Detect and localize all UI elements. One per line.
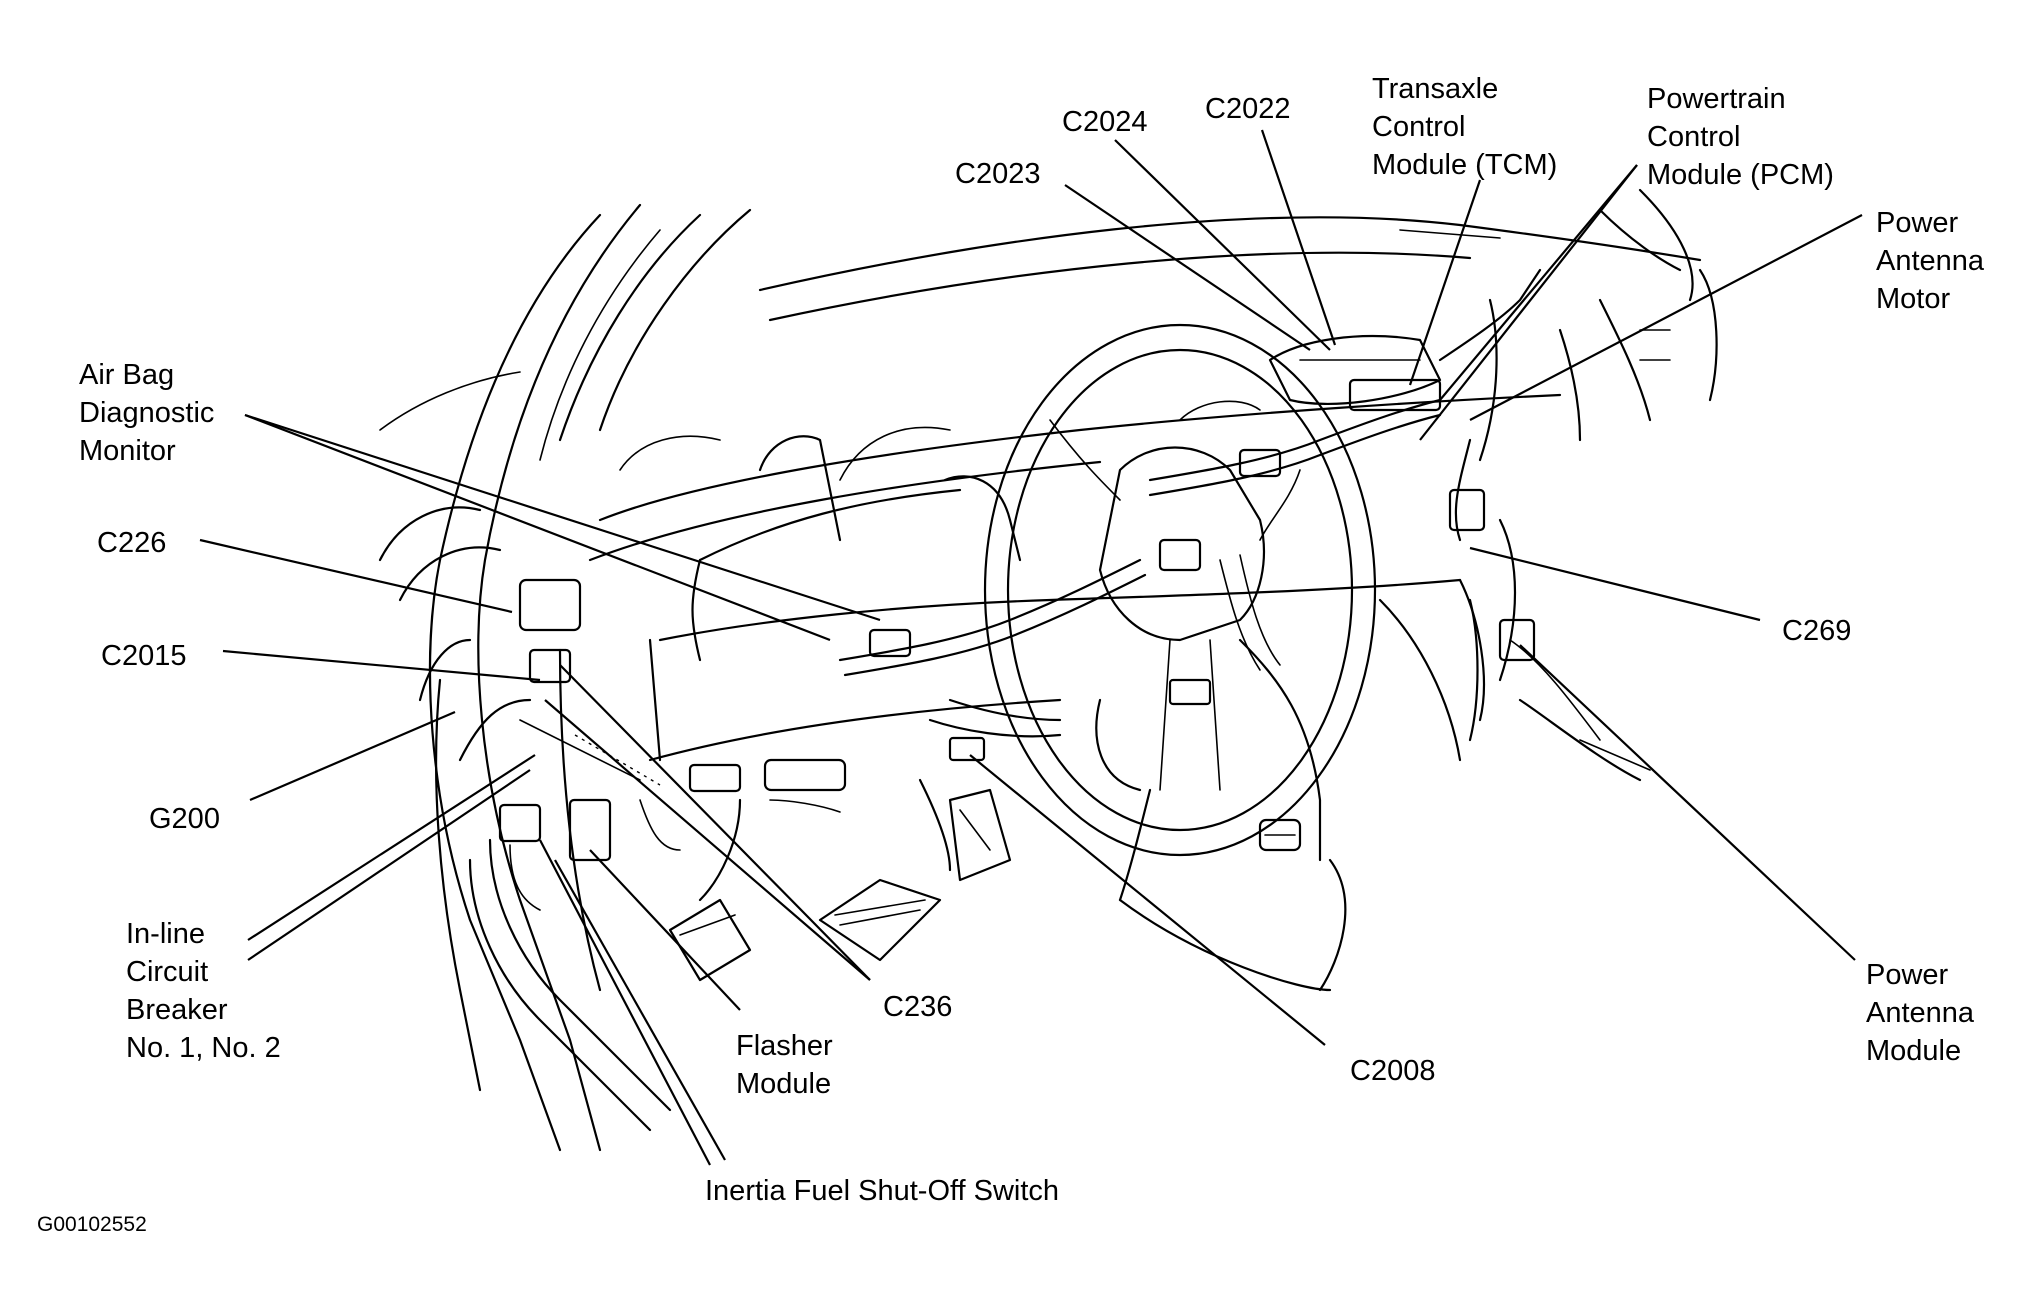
label-c2008: C2008 <box>1350 1055 1435 1087</box>
leader-inertia-2 <box>554 859 726 1161</box>
label-tcm-line2: Control <box>1372 111 1466 143</box>
label-tcm-line3: Module (TCM) <box>1372 149 1557 181</box>
leader-c2008 <box>969 754 1326 1046</box>
leader-c226 <box>199 538 513 614</box>
label-c2022: C2022 <box>1205 93 1290 125</box>
label-c2023: C2023 <box>955 158 1040 190</box>
label-airbag-line1: Air Bag <box>79 359 174 391</box>
label-c2024: C2024 <box>1062 106 1147 138</box>
label-flasher-line1: Flasher <box>736 1030 833 1062</box>
label-antenna-module-line2: Antenna <box>1866 997 1975 1029</box>
label-breaker-line2: Circuit <box>126 956 208 988</box>
vehicle-interior-drawing <box>378 188 1718 1152</box>
leader-antenna-module <box>1519 644 1856 961</box>
label-antenna-module-line3: Module <box>1866 1035 1961 1067</box>
label-airbag-line2: Diagnostic <box>79 397 214 429</box>
leader-flasher <box>589 849 741 1011</box>
callout-labels: C2024 C2022 Transaxle Control Module (TC… <box>37 73 1985 1236</box>
label-breaker-line4: No. 1, No. 2 <box>126 1032 281 1064</box>
leader-c269 <box>1469 546 1761 622</box>
label-antenna-motor-line1: Power <box>1876 207 1959 239</box>
leader-antenna-motor <box>1469 214 1863 421</box>
leader-g200 <box>249 710 456 802</box>
label-breaker-line1: In-line <box>126 918 205 950</box>
leader-tcm <box>1408 179 1482 386</box>
label-pcm-line3: Module (PCM) <box>1647 159 1834 191</box>
label-c269: C269 <box>1782 615 1851 647</box>
label-flasher-line2: Module <box>736 1068 831 1100</box>
leader-breaker-2 <box>247 769 531 961</box>
label-antenna-module-line1: Power <box>1866 959 1949 991</box>
label-airbag-line3: Monitor <box>79 435 176 467</box>
leader-lines <box>199 129 1863 1166</box>
leader-breaker-1 <box>247 754 536 941</box>
label-c2015: C2015 <box>101 640 186 672</box>
leader-c2022 <box>1260 129 1337 346</box>
leader-airbag-1 <box>244 413 831 642</box>
leader-c2024 <box>1114 139 1331 351</box>
label-inertia-switch: Inertia Fuel Shut-Off Switch <box>705 1175 1059 1207</box>
label-g200: G200 <box>149 803 220 835</box>
label-pcm-line1: Powertrain <box>1647 83 1786 115</box>
leader-c2023 <box>1064 184 1311 351</box>
label-tcm-line1: Transaxle <box>1372 73 1498 105</box>
leader-c2015 <box>222 649 541 682</box>
leader-airbag-2 <box>244 413 881 622</box>
leader-c236-2 <box>544 699 871 981</box>
label-pcm-line2: Control <box>1647 121 1741 153</box>
figure-id: G00102552 <box>37 1213 147 1236</box>
leader-inertia-1 <box>539 839 711 1166</box>
label-breaker-line3: Breaker <box>126 994 228 1026</box>
label-c226: C226 <box>97 527 166 559</box>
leader-c236-1 <box>559 664 871 981</box>
label-antenna-motor-line3: Motor <box>1876 283 1950 315</box>
leader-pcm-1 <box>1439 164 1638 401</box>
leader-pcm-2 <box>1419 164 1638 441</box>
label-antenna-motor-line2: Antenna <box>1876 245 1985 277</box>
label-c236: C236 <box>883 991 952 1023</box>
